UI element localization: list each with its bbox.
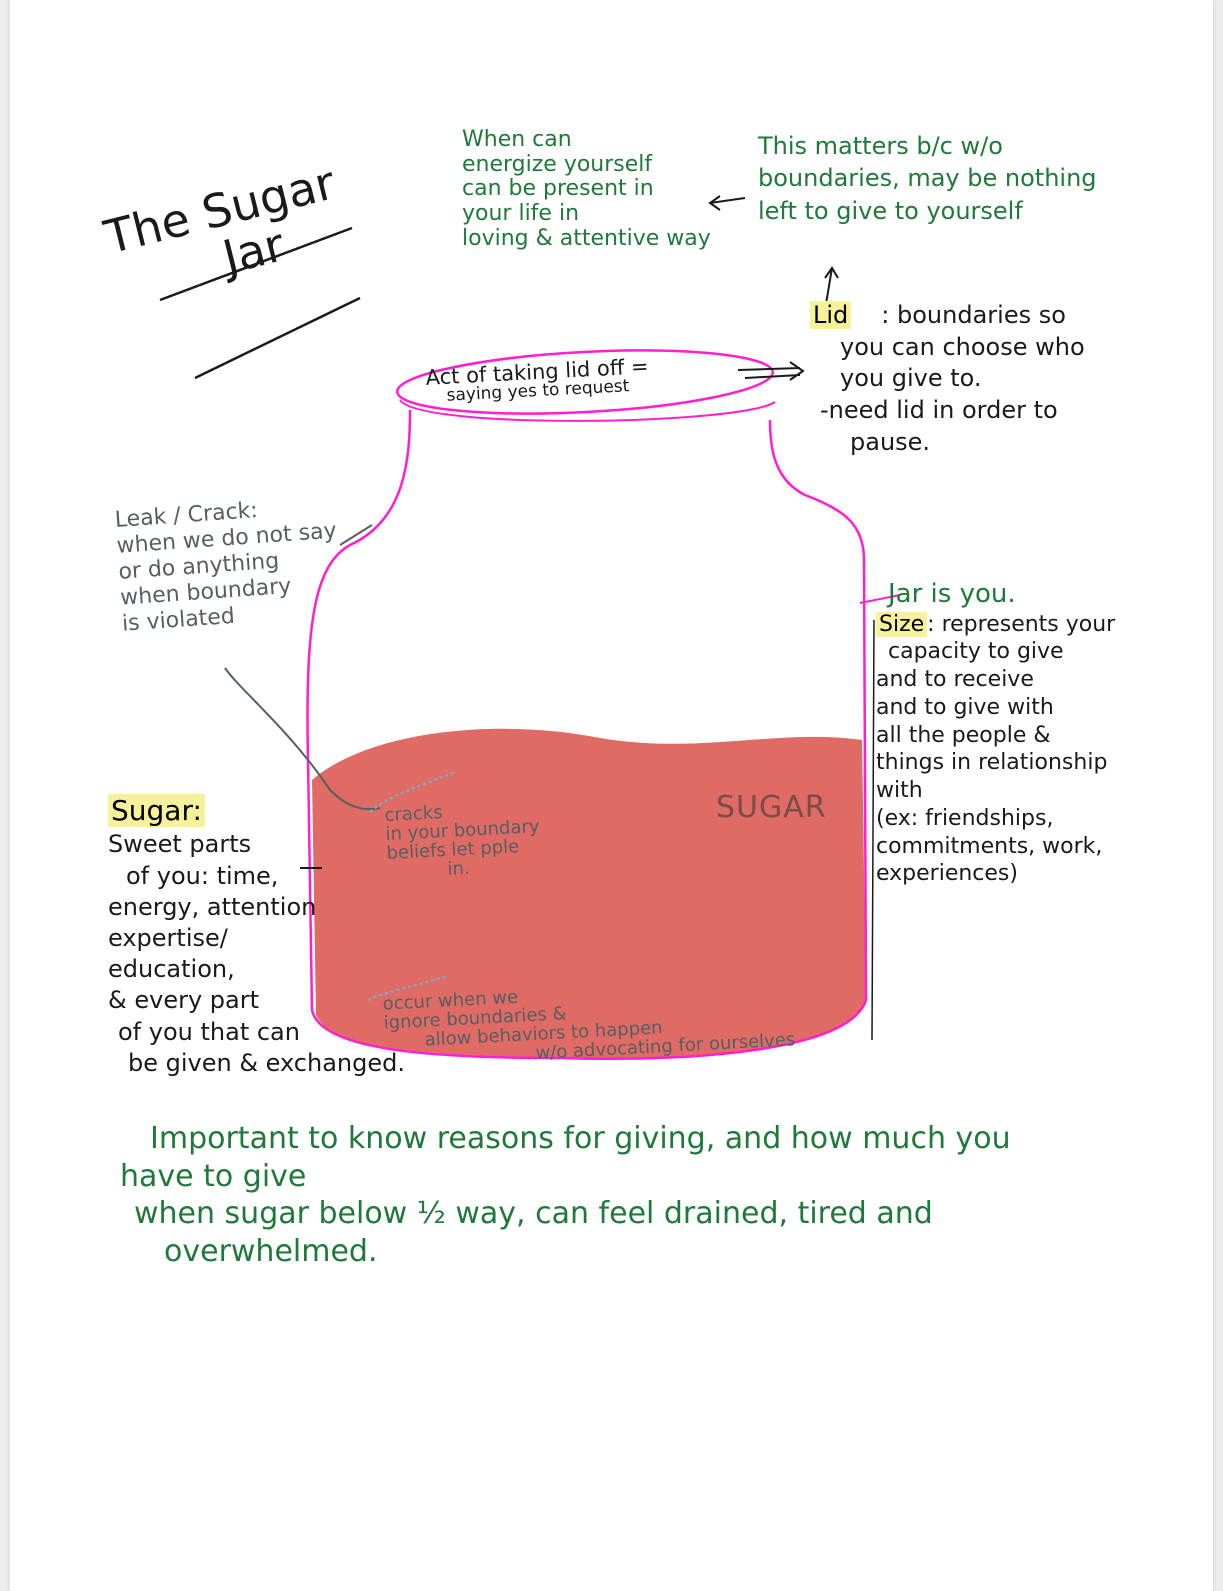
sugar-note: Sugar: Sweet parts of you: time, energy,… bbox=[108, 794, 405, 1077]
lid-label: Lid bbox=[810, 301, 852, 329]
jar-tick bbox=[859, 594, 901, 604]
jar-note: Jar is you. Size: represents your capaci… bbox=[876, 579, 1116, 887]
leak-pointer-line bbox=[224, 667, 381, 810]
leak-crack-note: Leak / Crack: when we do not say or do a… bbox=[114, 498, 338, 637]
crack-line-1 bbox=[369, 771, 456, 813]
lid-note: Lid: boundaries so you can choose who yo… bbox=[810, 300, 1085, 458]
sugar-label-highlight: Sugar: bbox=[108, 794, 205, 827]
sugar-fill bbox=[312, 728, 866, 1059]
title-underline-2 bbox=[194, 296, 361, 380]
jar-label: Jar is you. bbox=[888, 579, 1016, 609]
lid-rim bbox=[399, 399, 776, 422]
title-underline-1 bbox=[159, 226, 353, 302]
cracks-note: cracks in your boundary beliefs let pple… bbox=[384, 802, 540, 880]
arrow-to-energize bbox=[708, 195, 746, 211]
energize-note: When can energize yourself can be presen… bbox=[462, 127, 711, 251]
matters-note: This matters b/c w/o boundaries, may be … bbox=[758, 132, 1097, 225]
leak-top-line bbox=[339, 524, 373, 546]
jar-lid-outline bbox=[396, 349, 774, 415]
crack-line-2 bbox=[367, 975, 449, 1001]
arrow-lid-to-note bbox=[737, 361, 805, 381]
jar-note-bracket bbox=[871, 619, 875, 1041]
bottom-summary-note: Important to know reasons for giving, an… bbox=[120, 1121, 1011, 1269]
size-label: Size bbox=[876, 611, 928, 637]
jar-body-outline bbox=[306, 409, 868, 1060]
sugar-fill-label: SUGAR bbox=[716, 790, 827, 825]
